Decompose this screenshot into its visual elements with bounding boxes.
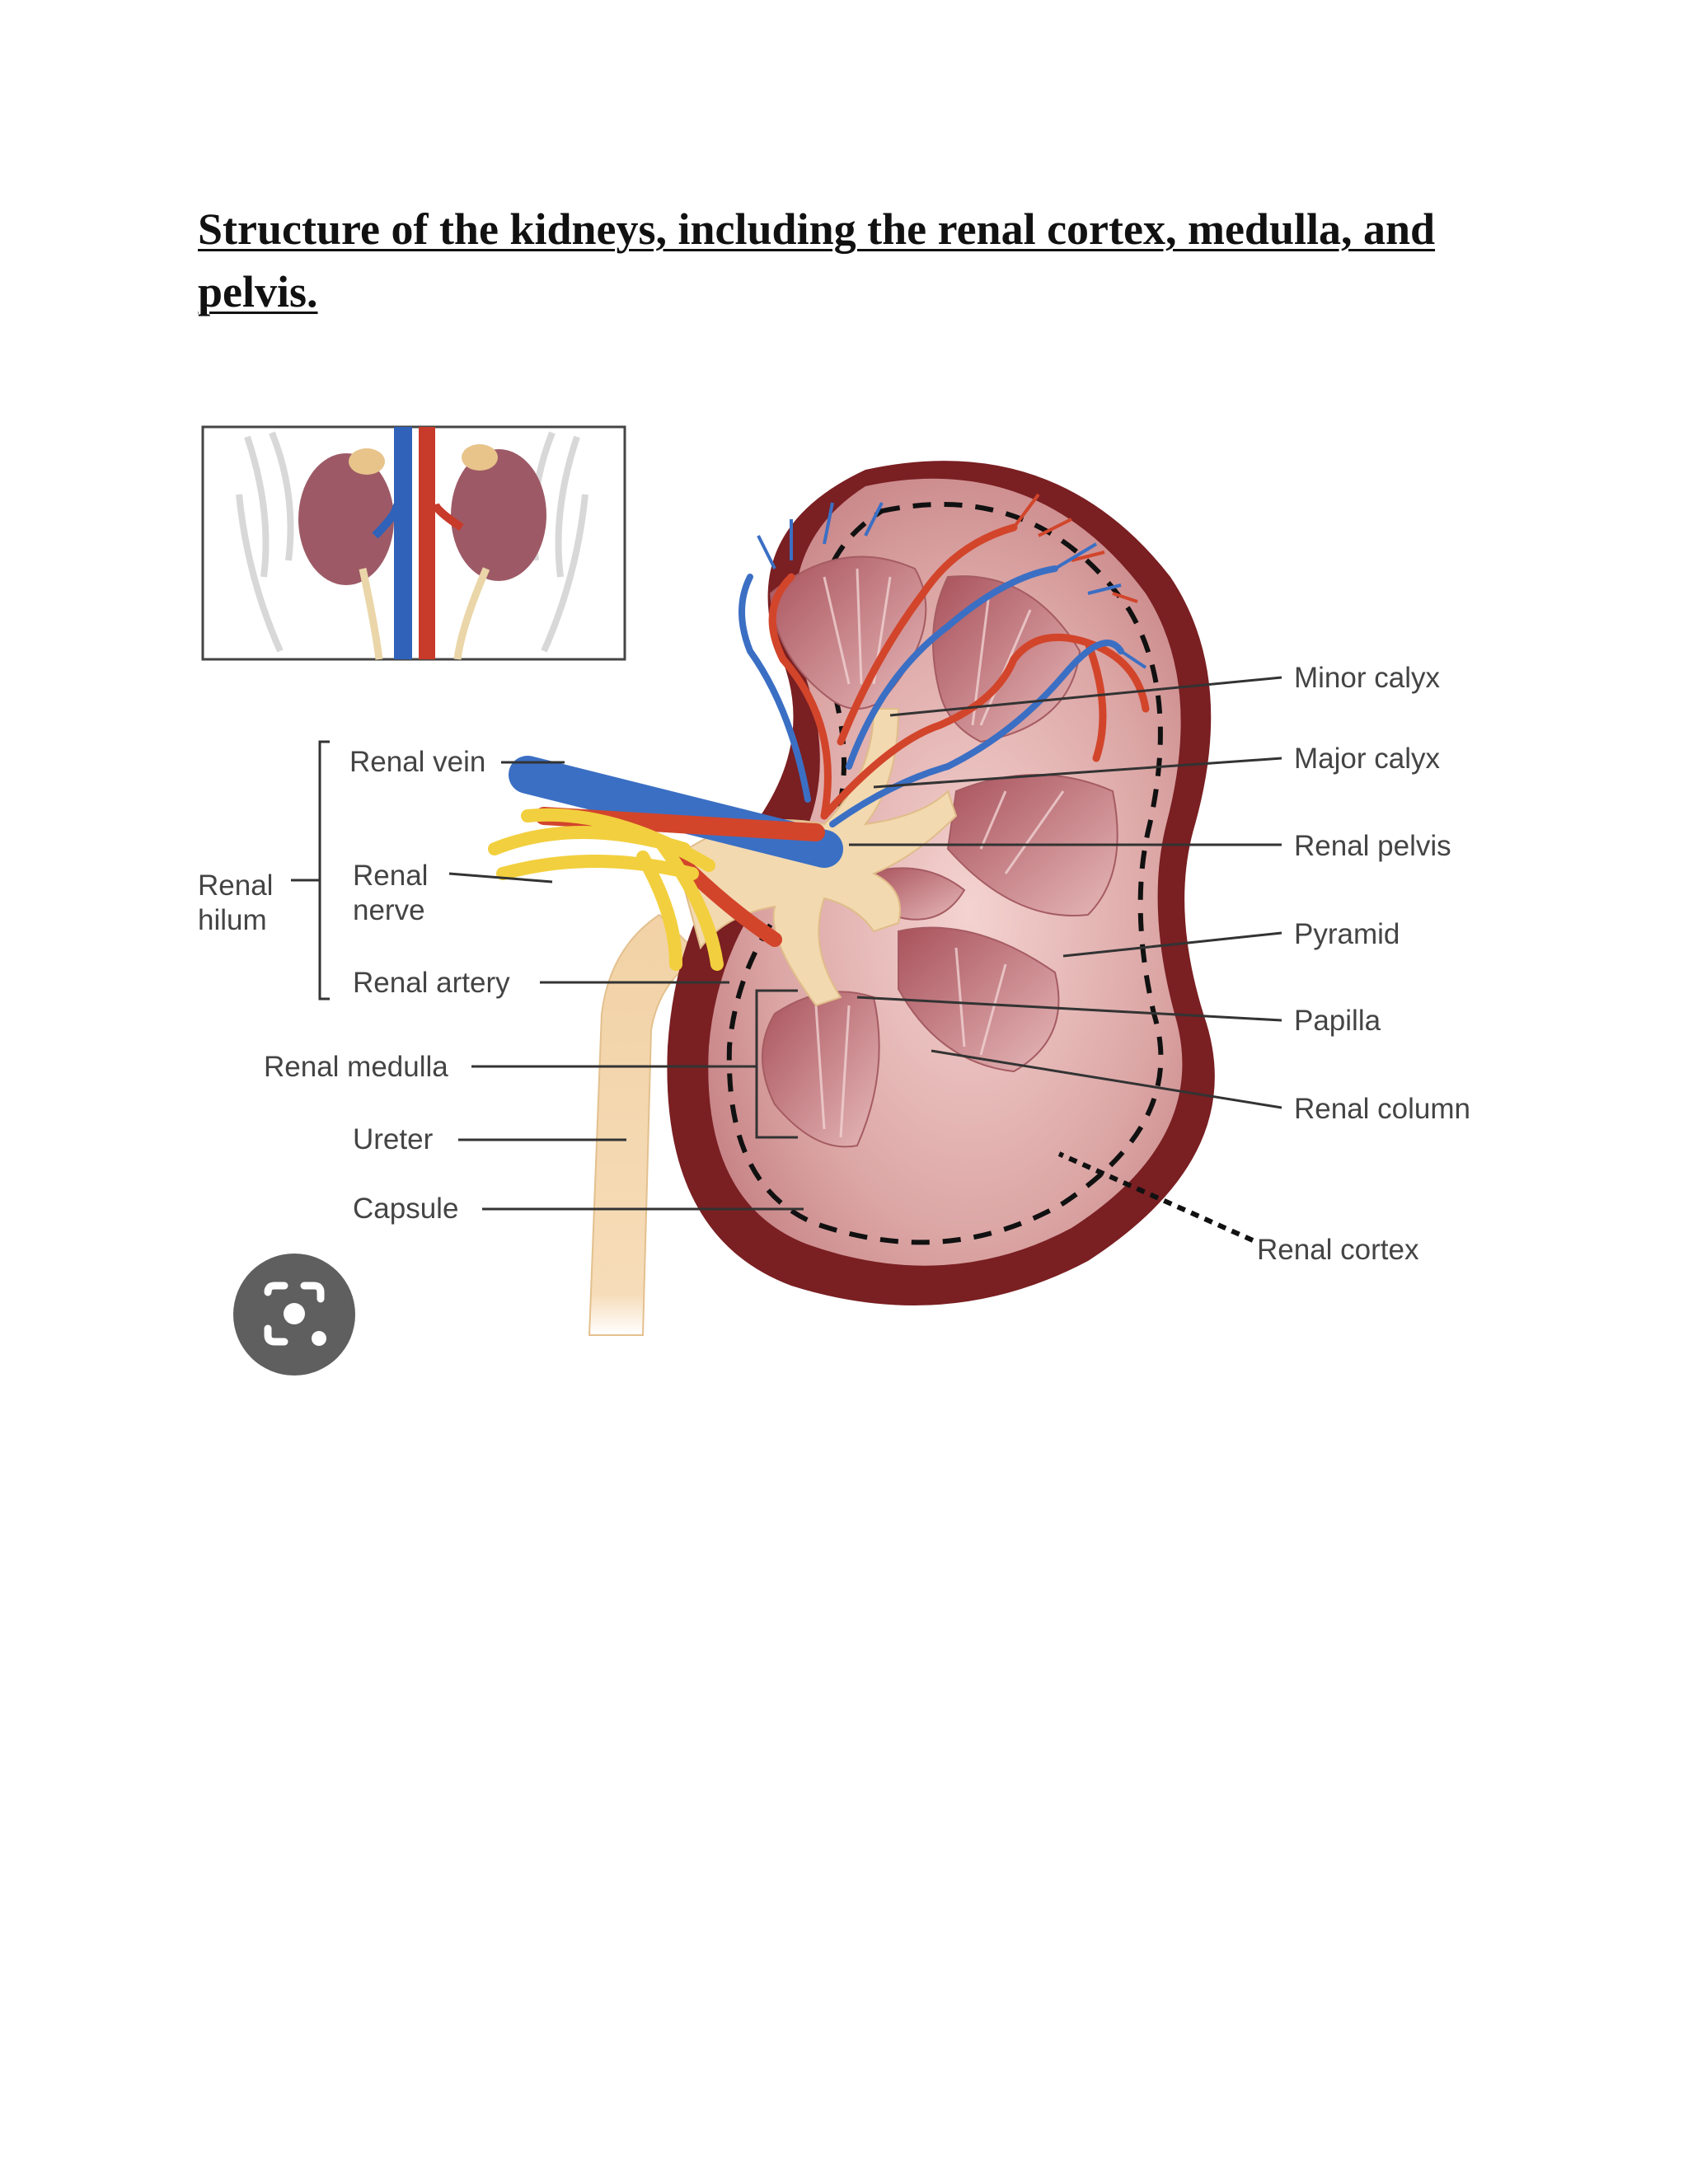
label-papilla: Papilla — [1294, 1005, 1381, 1037]
label-renal-column: Renal column — [1294, 1093, 1470, 1125]
label-major-calyx: Major calyx — [1294, 743, 1440, 775]
label-pyramid: Pyramid — [1294, 918, 1400, 950]
label-renal-hilum-1: Renal — [198, 869, 273, 902]
label-ureter: Ureter — [353, 1123, 434, 1155]
label-renal-hilum-2: hilum — [198, 904, 267, 936]
label-renal-artery: Renal artery — [353, 967, 510, 999]
camera-lens-icon — [264, 1282, 326, 1346]
label-renal-vein: Renal vein — [349, 746, 485, 778]
inset-torso-image — [201, 425, 626, 661]
renal-medulla-bracket — [755, 989, 798, 1139]
page-title: Structure of the kidneys, including the … — [198, 204, 1436, 316]
label-minor-calyx: Minor calyx — [1294, 662, 1440, 694]
cortex-boundary-dashed — [726, 502, 1164, 1245]
label-capsule: Capsule — [353, 1193, 458, 1225]
cortical-vessel-branches — [757, 493, 1147, 669]
label-renal-cortex: Renal cortex — [1257, 1234, 1419, 1266]
label-renal-pelvis: Renal pelvis — [1294, 830, 1451, 862]
renal-hilum-bracket — [291, 740, 330, 1001]
label-renal-nerve-1: Renal — [353, 860, 428, 892]
renal-nerve-bundle — [488, 808, 724, 971]
label-renal-nerve-2: nerve — [353, 894, 425, 926]
label-renal-medulla: Renal medulla — [264, 1051, 448, 1083]
intrarenal-arteries — [768, 523, 1150, 820]
leader-lines — [448, 676, 1282, 1243]
lens-search-button[interactable] — [233, 1254, 355, 1376]
intrarenal-veins — [738, 565, 1124, 827]
